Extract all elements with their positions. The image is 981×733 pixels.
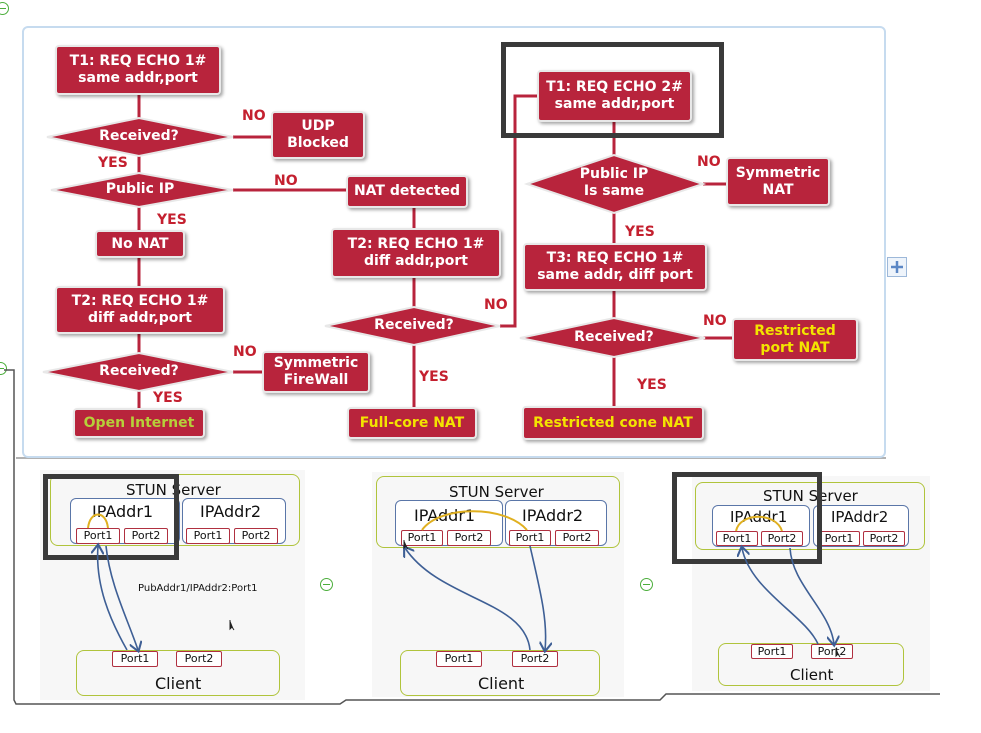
port2: Port2 xyxy=(447,530,491,546)
client-label: Client xyxy=(478,674,525,693)
port1: Port1 xyxy=(818,531,860,546)
client-box xyxy=(400,650,600,696)
no-label: NO xyxy=(703,313,727,329)
received-diamond-mid xyxy=(324,305,501,347)
yes-label: YES xyxy=(153,390,183,406)
yes-label: YES xyxy=(625,224,655,240)
collapse-circle-icon[interactable] xyxy=(640,578,653,591)
no-label: NO xyxy=(274,173,298,189)
client-port1: Port1 xyxy=(436,651,482,667)
port2: Port2 xyxy=(761,531,803,546)
received-label: Received? xyxy=(574,329,654,345)
client-port1: Port1 xyxy=(112,651,158,667)
port2: Port2 xyxy=(124,528,168,544)
client-port1: Port1 xyxy=(751,644,793,659)
client-label: Client xyxy=(155,674,202,693)
pubaddr-annotation: PubAddr1/IPAddr2:Port1 xyxy=(138,583,258,594)
full-cone-nat-box: Full-core NAT xyxy=(347,407,477,439)
port1: Port1 xyxy=(509,530,551,546)
client-port2: Port2 xyxy=(512,651,558,667)
no-label: NO xyxy=(484,297,508,313)
t3-req-echo-box: T3: REQ ECHO 1# same addr, diff port xyxy=(523,243,707,291)
add-plus-icon[interactable] xyxy=(887,257,907,277)
client-port2: Port2 xyxy=(176,651,222,667)
port1: Port1 xyxy=(186,528,230,544)
stun-server-box xyxy=(695,482,925,550)
mouse-cursor-icon xyxy=(403,540,409,550)
restricted-port-nat-box: Restricted port NAT xyxy=(732,318,858,361)
ipaddr1-label: IPAddr1 xyxy=(92,502,154,521)
udp-blocked-box: UDP Blocked xyxy=(271,111,365,159)
client-port2: Port2 xyxy=(811,644,853,659)
port1: Port1 xyxy=(401,530,443,546)
received-diamond-2 xyxy=(42,351,234,393)
no-label: NO xyxy=(242,108,266,124)
received-diamond-right xyxy=(519,316,706,359)
public-ip-same-label: Public IP Is same xyxy=(579,166,649,199)
stun-server-label: STUN Server xyxy=(449,483,544,501)
mouse-cursor-icon xyxy=(229,620,235,631)
no-label: NO xyxy=(697,154,721,170)
ipaddr2-label: IPAddr2 xyxy=(200,502,262,521)
t1-req-echo-box: T1: REQ ECHO 1# same addr,port xyxy=(55,45,221,95)
no-label: NO xyxy=(233,344,257,360)
nat-detected-box: NAT detected xyxy=(346,175,468,208)
mouse-cursor-icon xyxy=(835,648,841,658)
public-ip-same-diamond xyxy=(523,153,707,215)
open-internet-box: Open Internet xyxy=(73,408,205,438)
stun-server-box xyxy=(376,476,620,548)
ipaddr2-label: IPAddr2 xyxy=(522,506,584,525)
t2-req-echo-mid-box: T2: REQ ECHO 1# diff addr,port xyxy=(331,228,501,278)
stun-server-label: STUN Server xyxy=(763,487,858,505)
public-ip-diamond xyxy=(50,171,234,209)
yes-label: YES xyxy=(419,369,449,385)
client-box xyxy=(76,650,280,696)
collapse-circle-icon[interactable] xyxy=(320,578,333,591)
received-label: Received? xyxy=(99,363,179,379)
port1: Port1 xyxy=(76,528,120,544)
highlight-frame xyxy=(43,474,179,560)
t2-req-echo-box: T2: REQ ECHO 1# diff addr,port xyxy=(55,286,225,334)
port2: Port2 xyxy=(555,530,599,546)
highlight-frame xyxy=(501,42,724,138)
port2: Port2 xyxy=(234,528,278,544)
received-label: Received? xyxy=(374,317,454,333)
collapse-circle-icon[interactable] xyxy=(0,2,9,15)
client-box xyxy=(718,643,904,686)
symmetric-nat-box: Symmetric NAT xyxy=(726,157,830,206)
received-diamond-1 xyxy=(46,116,234,158)
t1-req-echo2-box: T1: REQ ECHO 2# same addr,port xyxy=(537,70,692,122)
yes-label: YES xyxy=(98,155,128,171)
client-label: Client xyxy=(790,666,834,684)
public-ip-label: Public IP xyxy=(105,181,175,197)
received-label: Received? xyxy=(99,128,179,144)
restricted-cone-nat-box: Restricted cone NAT xyxy=(522,406,704,440)
symmetric-firewall-box: Symmetric FireWall xyxy=(262,351,370,393)
ipaddr2-label: IPAddr2 xyxy=(831,508,889,526)
no-nat-box: No NAT xyxy=(95,230,185,258)
port2: Port2 xyxy=(863,531,905,546)
stun-server-label: STUN Server xyxy=(126,481,221,499)
yes-label: YES xyxy=(637,377,667,393)
yes-label: YES xyxy=(157,212,187,228)
